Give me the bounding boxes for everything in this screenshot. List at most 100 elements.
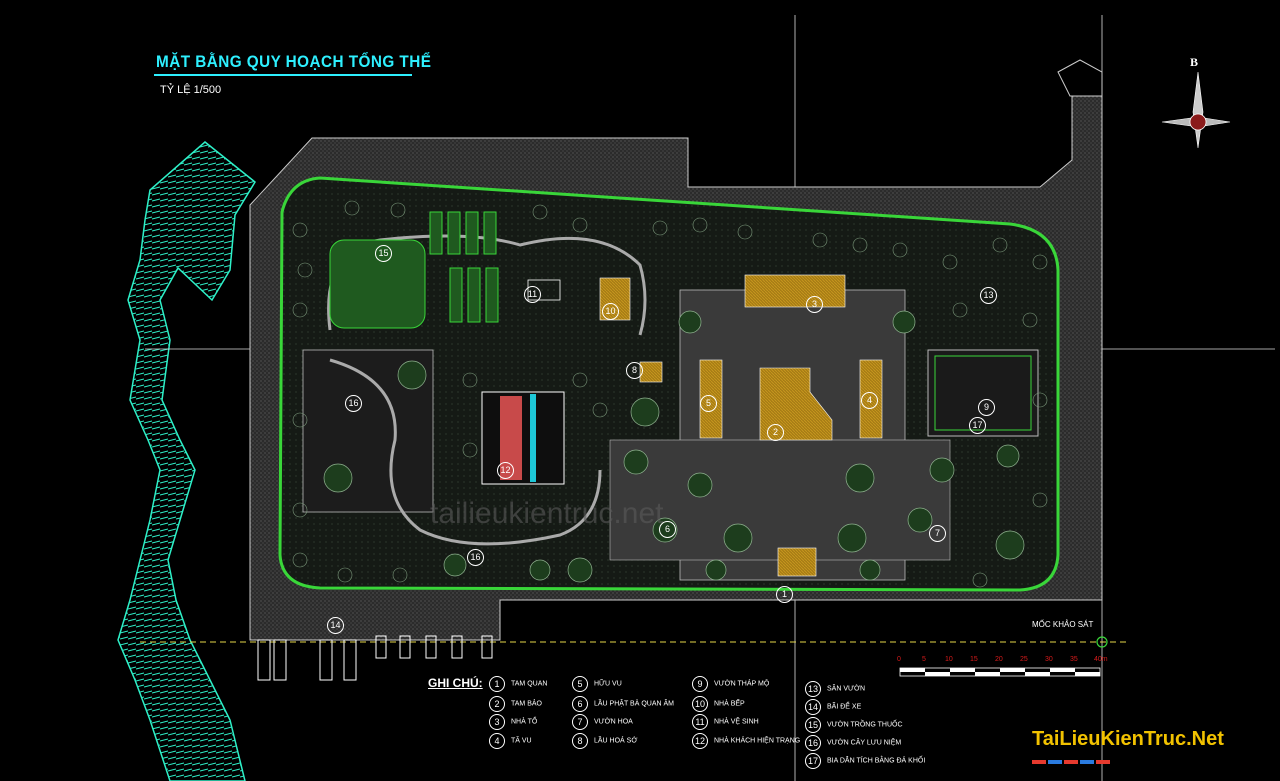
- legend-number: 11: [692, 714, 708, 730]
- zone-marker: 2: [767, 424, 784, 441]
- zone-marker: 7: [929, 525, 946, 542]
- zone-marker: 10: [602, 303, 619, 320]
- entrance-road: [1057, 59, 1103, 97]
- legend-number: 3: [489, 714, 505, 730]
- legend-item: 16 VƯỜN CÂY LƯU NIỆM: [805, 735, 901, 751]
- legend-item: 15 VƯỜN TRỒNG THUỐC: [805, 717, 903, 733]
- brand-logo-text: TaiLieuKienTruc.Net: [1032, 728, 1224, 750]
- legend-item: 8 LẦU HOÁ SỚ: [572, 733, 637, 749]
- zone-marker: 8: [626, 362, 643, 379]
- legend-label: SÂN VƯỜN: [827, 685, 866, 693]
- legend-number: 17: [805, 753, 821, 769]
- legend-label: LẦU HOÁ SỚ: [594, 737, 638, 745]
- legend-number: 1: [489, 676, 505, 692]
- legend-number: 8: [572, 733, 588, 749]
- legend-number: 4: [489, 733, 505, 749]
- legend-label: NHÀ TỔ: [511, 718, 538, 726]
- zone-marker: 17: [969, 417, 986, 434]
- legend-label: VƯỜN THÁP MỘ: [714, 680, 770, 688]
- legend-label: NHÀ VỆ SINH: [714, 718, 759, 726]
- drawing-scale: TỶ LỆ 1/500: [160, 84, 222, 96]
- legend-label: BÃI ĐỂ XE: [827, 703, 862, 711]
- zone-marker: 4: [861, 392, 878, 409]
- scale-tick-label: 15: [970, 656, 978, 663]
- title-underline: [154, 74, 412, 76]
- legend-item: 11 NHÀ VỆ SINH: [692, 714, 759, 730]
- legend-item: 3 NHÀ TỔ: [489, 714, 537, 730]
- legend-number: 10: [692, 696, 708, 712]
- survey-marker: [1096, 636, 1108, 648]
- legend-number: 7: [572, 714, 588, 730]
- tree-canopies: [323, 310, 1025, 583]
- building-tam-bao: [759, 367, 833, 441]
- herb-garden: [329, 211, 499, 329]
- scale-bar: [899, 667, 1101, 677]
- legend-item: 17 BIA DẪN TÍCH BẰNG ĐÁ KHỐI: [805, 753, 925, 769]
- zone-marker: 11: [524, 286, 541, 303]
- small-trees: [292, 200, 1048, 588]
- north-label: B: [1190, 55, 1199, 69]
- north-arrow: [1161, 71, 1231, 149]
- building-tam-quan: [777, 547, 817, 577]
- parking-stalls: [257, 635, 493, 681]
- legend-number: 13: [805, 681, 821, 697]
- legend-item: 9 VƯỜN THÁP MỘ: [692, 676, 769, 692]
- legend-item: 13 SÂN VƯỜN: [805, 681, 865, 697]
- legend-number: 15: [805, 717, 821, 733]
- river: [117, 141, 256, 781]
- legend-label: HỮU VU: [594, 680, 622, 688]
- brand-bar: [1096, 760, 1110, 764]
- zone-marker: 6: [659, 521, 676, 538]
- scale-tick-label: 5: [922, 656, 926, 663]
- legend-item: 2 TAM BẢO: [489, 696, 542, 712]
- scale-tick-label: 35: [1070, 656, 1078, 663]
- legend-item: 14 BÃI ĐỂ XE: [805, 699, 861, 715]
- scale-tick-label: 0: [897, 656, 901, 663]
- legend-item: 1 TAM QUAN: [489, 676, 547, 692]
- legend-number: 16: [805, 735, 821, 751]
- drawing-title: MẶT BẰNG QUY HOẠCH TỔNG THỂ: [156, 52, 432, 71]
- brand-bar: [1048, 760, 1062, 764]
- zone-marker: 5: [700, 395, 717, 412]
- zone-marker: 16: [467, 549, 484, 566]
- legend-number: 9: [692, 676, 708, 692]
- watermark: tailieukientruc.net: [430, 497, 664, 530]
- zone-marker: 15: [375, 245, 392, 262]
- scale-tick-label: 30: [1045, 656, 1053, 663]
- scale-tick-label: 10: [945, 656, 953, 663]
- legend-label: VƯỜN TRỒNG THUỐC: [827, 721, 903, 729]
- legend-label: TAM BẢO: [511, 700, 542, 708]
- zone-marker: 9: [978, 399, 995, 416]
- building-nha-to: [744, 274, 846, 308]
- scale-tick-label: 20: [995, 656, 1003, 663]
- zone-marker: 13: [980, 287, 997, 304]
- scale-tick-label: 25: [1020, 656, 1028, 663]
- legend-label: BIA DẪN TÍCH BẰNG ĐÁ KHỐI: [827, 757, 926, 765]
- brand-bar: [1032, 760, 1046, 764]
- brand-bar: [1064, 760, 1078, 764]
- legend-label: VƯỜN HOA: [594, 718, 633, 726]
- zone-marker: 14: [327, 617, 344, 634]
- legend-number: 6: [572, 696, 588, 712]
- survey-marker-label: MỐC KHẢO SÁT: [1032, 620, 1094, 629]
- legend-item: 5 HỮU VU: [572, 676, 622, 692]
- zone-marker: 12: [497, 462, 514, 479]
- legend-number: 2: [489, 696, 505, 712]
- zone-marker: 1: [776, 586, 793, 603]
- west-path: [329, 358, 602, 546]
- legend-number: 14: [805, 699, 821, 715]
- legend-item: 12 NHÀ KHÁCH HIỆN TRẠNG: [692, 733, 800, 749]
- legend-label: VƯỜN CÂY LƯU NIỆM: [827, 739, 902, 747]
- building-guest-house: [481, 391, 565, 485]
- legend-number: 5: [572, 676, 588, 692]
- zone-marker: 16: [345, 395, 362, 412]
- legend-label: TAM QUAN: [511, 680, 548, 688]
- scale-tick-label: 40m: [1094, 656, 1108, 663]
- legend-number: 12: [692, 733, 708, 749]
- legend-label: NHÀ KHÁCH HIỆN TRẠNG: [714, 737, 801, 745]
- brand-bar: [1080, 760, 1094, 764]
